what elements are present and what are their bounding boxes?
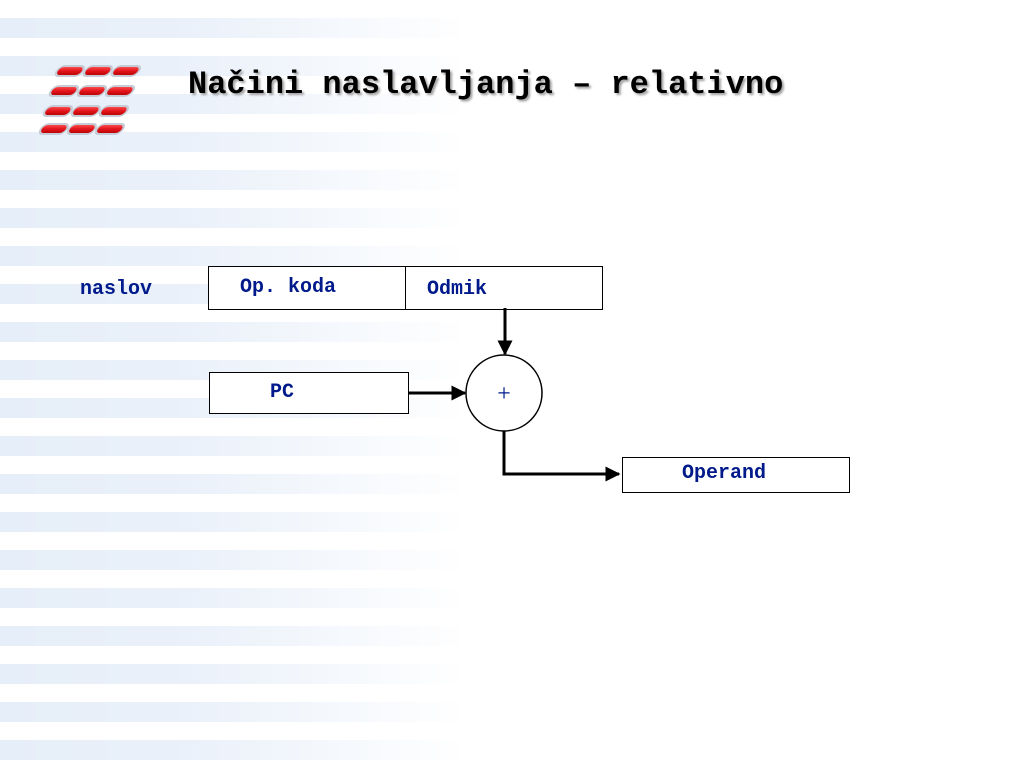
operand-box <box>622 457 850 493</box>
page-title: Načini naslavljanja – relativno <box>188 66 784 103</box>
offset-field-label: Odmik <box>427 278 488 301</box>
operand-label: Operand <box>682 462 767 485</box>
opcode-field-label: Op. koda <box>240 276 337 299</box>
pc-register-label: PC <box>270 381 295 404</box>
address-label: naslov <box>80 278 153 301</box>
adder-symbol: + <box>497 381 511 407</box>
red-stripes-logo-icon <box>38 65 141 135</box>
offset-field-box <box>405 266 603 310</box>
adder-to-operand-arrow <box>502 431 621 482</box>
opcode-field-box <box>208 266 406 310</box>
pc-register-box <box>209 372 409 414</box>
